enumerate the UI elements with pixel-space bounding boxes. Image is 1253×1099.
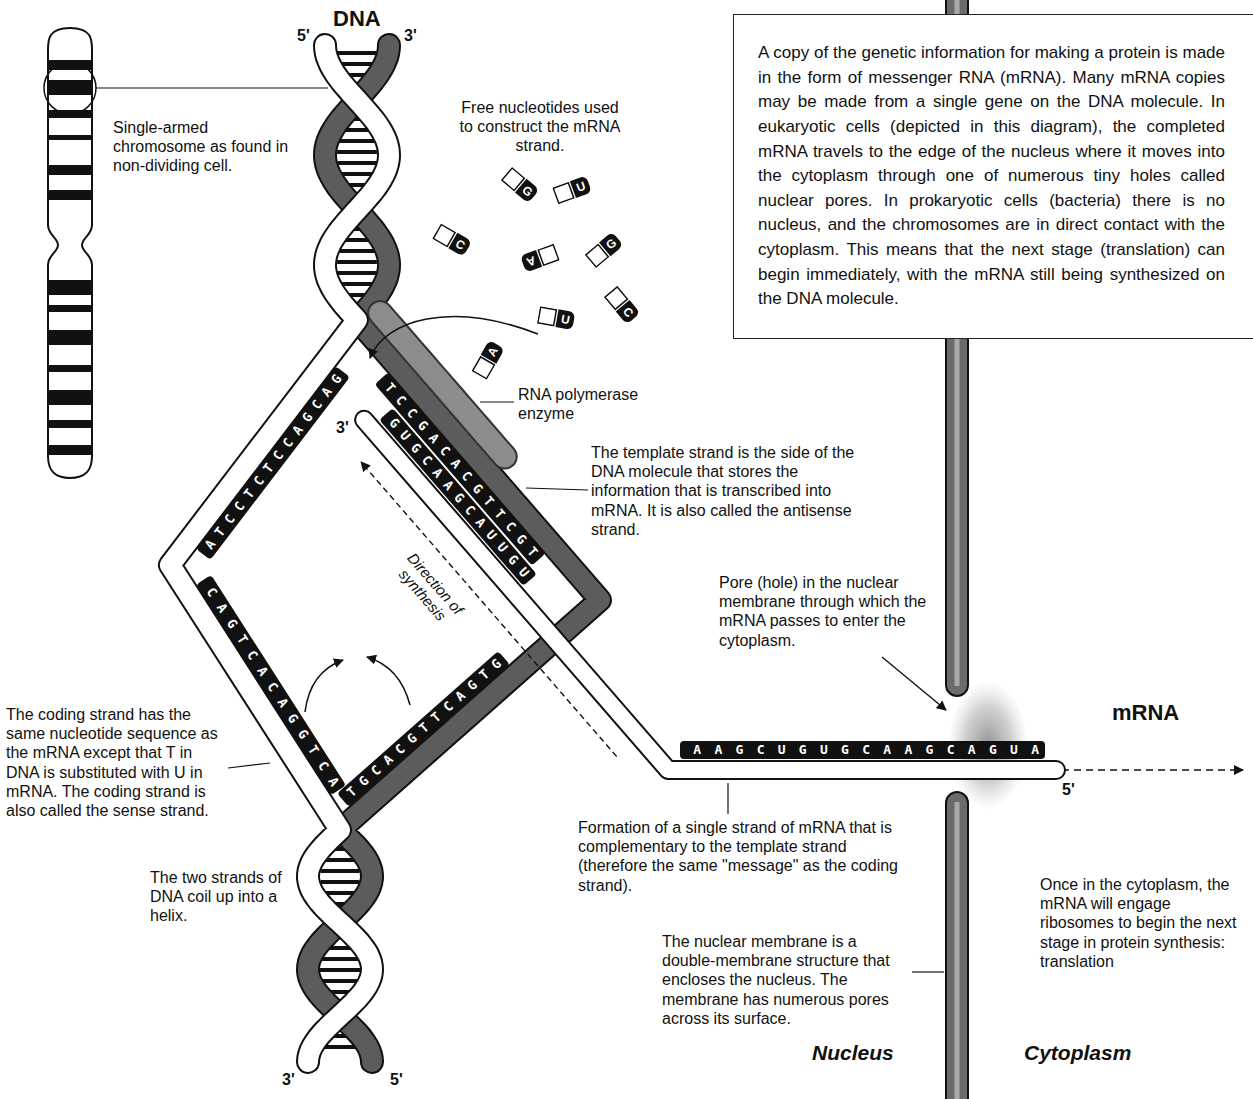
free-nucleotide: G [500,167,539,204]
direction-label: Direction of synthesis [383,540,475,638]
base-pair [345,238,369,242]
base-pair [338,51,376,55]
base-sequence: CAGTCACAGGTCA [195,575,345,795]
leader-line [912,971,944,972]
chromosome-band [49,80,91,95]
region-label: Nucleus [812,1040,894,1065]
strand-end: 3' [336,418,349,437]
chromosome-band [49,135,91,140]
base-pair [338,161,376,165]
base-pair [340,139,375,143]
strand-end: 5' [390,1070,403,1089]
free-nucleotide: A [520,243,560,272]
base-sequence: TGCACGTTCAGTG [337,651,510,807]
base-pair [345,128,369,132]
strand-end: 3' [282,1070,295,1089]
base-pair [325,891,355,895]
annotation: Formation of a single strand of mRNA tha… [578,818,898,895]
leader-line [727,783,728,814]
base-pair [320,968,360,972]
region-label: Cytoplasm [1024,1040,1131,1065]
base-sequence: ATCCTCTCCAGCAG [196,366,350,560]
base-pair [321,880,360,884]
sugar-phosphate-square [538,245,559,266]
chromosome-band [49,390,91,405]
strand-end: 3' [404,26,417,45]
pointer-arrow [882,657,946,710]
annotation: Once in the cytoplasm, the mRNA will eng… [1040,875,1248,971]
chromosome [48,28,92,478]
base-pair [323,979,358,983]
annotation: The template strand is the side of the D… [591,443,881,539]
base-pair [337,150,377,154]
coding-strand-outline [170,45,389,1062]
sugar-phosphate-square [538,307,557,326]
free-nucleotide: G [584,232,623,269]
info-text: A copy of the genetic information for ma… [758,41,1225,312]
base-pair [340,249,375,253]
chromosome-band [49,420,91,428]
leader-line [96,87,328,88]
coding-strand [170,45,389,1062]
leader-line [526,488,588,490]
chromosome-band [49,190,91,200]
base-pair [322,957,358,961]
base-pair [342,62,373,66]
strand-end: 5' [297,26,310,45]
base-sequence: AAGCUGUGCAAGCAGUA [680,741,1045,759]
base-pair [342,172,373,176]
zoom-circle [44,62,96,114]
annotation: Pore (hole) in the nuclear membrane thro… [719,573,944,650]
base-pair [321,869,360,873]
nuclear-membrane [946,792,968,1099]
strand-end: 5' [1062,780,1075,799]
base-pair [325,858,355,862]
free-nucleotide: C [432,223,472,257]
membrane-inner [955,802,960,1099]
leader-line [228,763,270,768]
chromosome-band [49,365,91,372]
chromosome-band [49,280,91,295]
template-strand-outline [308,45,600,1062]
annotation: Single-armed chromosome as found in non-… [113,118,298,176]
title-label: mRNA [1112,700,1179,726]
free-nucleotide: U [537,306,576,330]
rewinding-arrow [305,660,343,712]
template-strand [308,45,600,1062]
base-pair [342,282,373,286]
chromosome-band [49,445,91,455]
free-nucleotide: A [471,340,505,380]
incorporation-arrow [370,317,538,358]
annotation: Free nucleotides used to construct the m… [455,98,625,156]
export-arrow [1062,769,1243,770]
rewinding-arrow [367,657,410,705]
annotation: The coding strand has the same nucleotid… [6,705,226,820]
annotation: The two strands of DNA coil up into a he… [150,868,285,926]
base-pair [337,260,377,264]
info-box: A copy of the genetic information for ma… [733,14,1253,339]
chromosome-band [49,165,91,175]
chromosome-band [49,305,91,312]
base-pair [338,271,376,275]
annotation: RNA polymerase enzyme [518,385,668,423]
base-pair [324,1045,356,1049]
leader-line [480,401,514,402]
chromosome-band [49,330,91,345]
title-label: DNA [333,6,381,32]
nucleotide-base: U [555,309,575,330]
annotation: The nuclear membrane is a double-membran… [662,932,907,1028]
free-nucleotide: U [552,175,592,204]
free-nucleotide: C [604,285,641,324]
